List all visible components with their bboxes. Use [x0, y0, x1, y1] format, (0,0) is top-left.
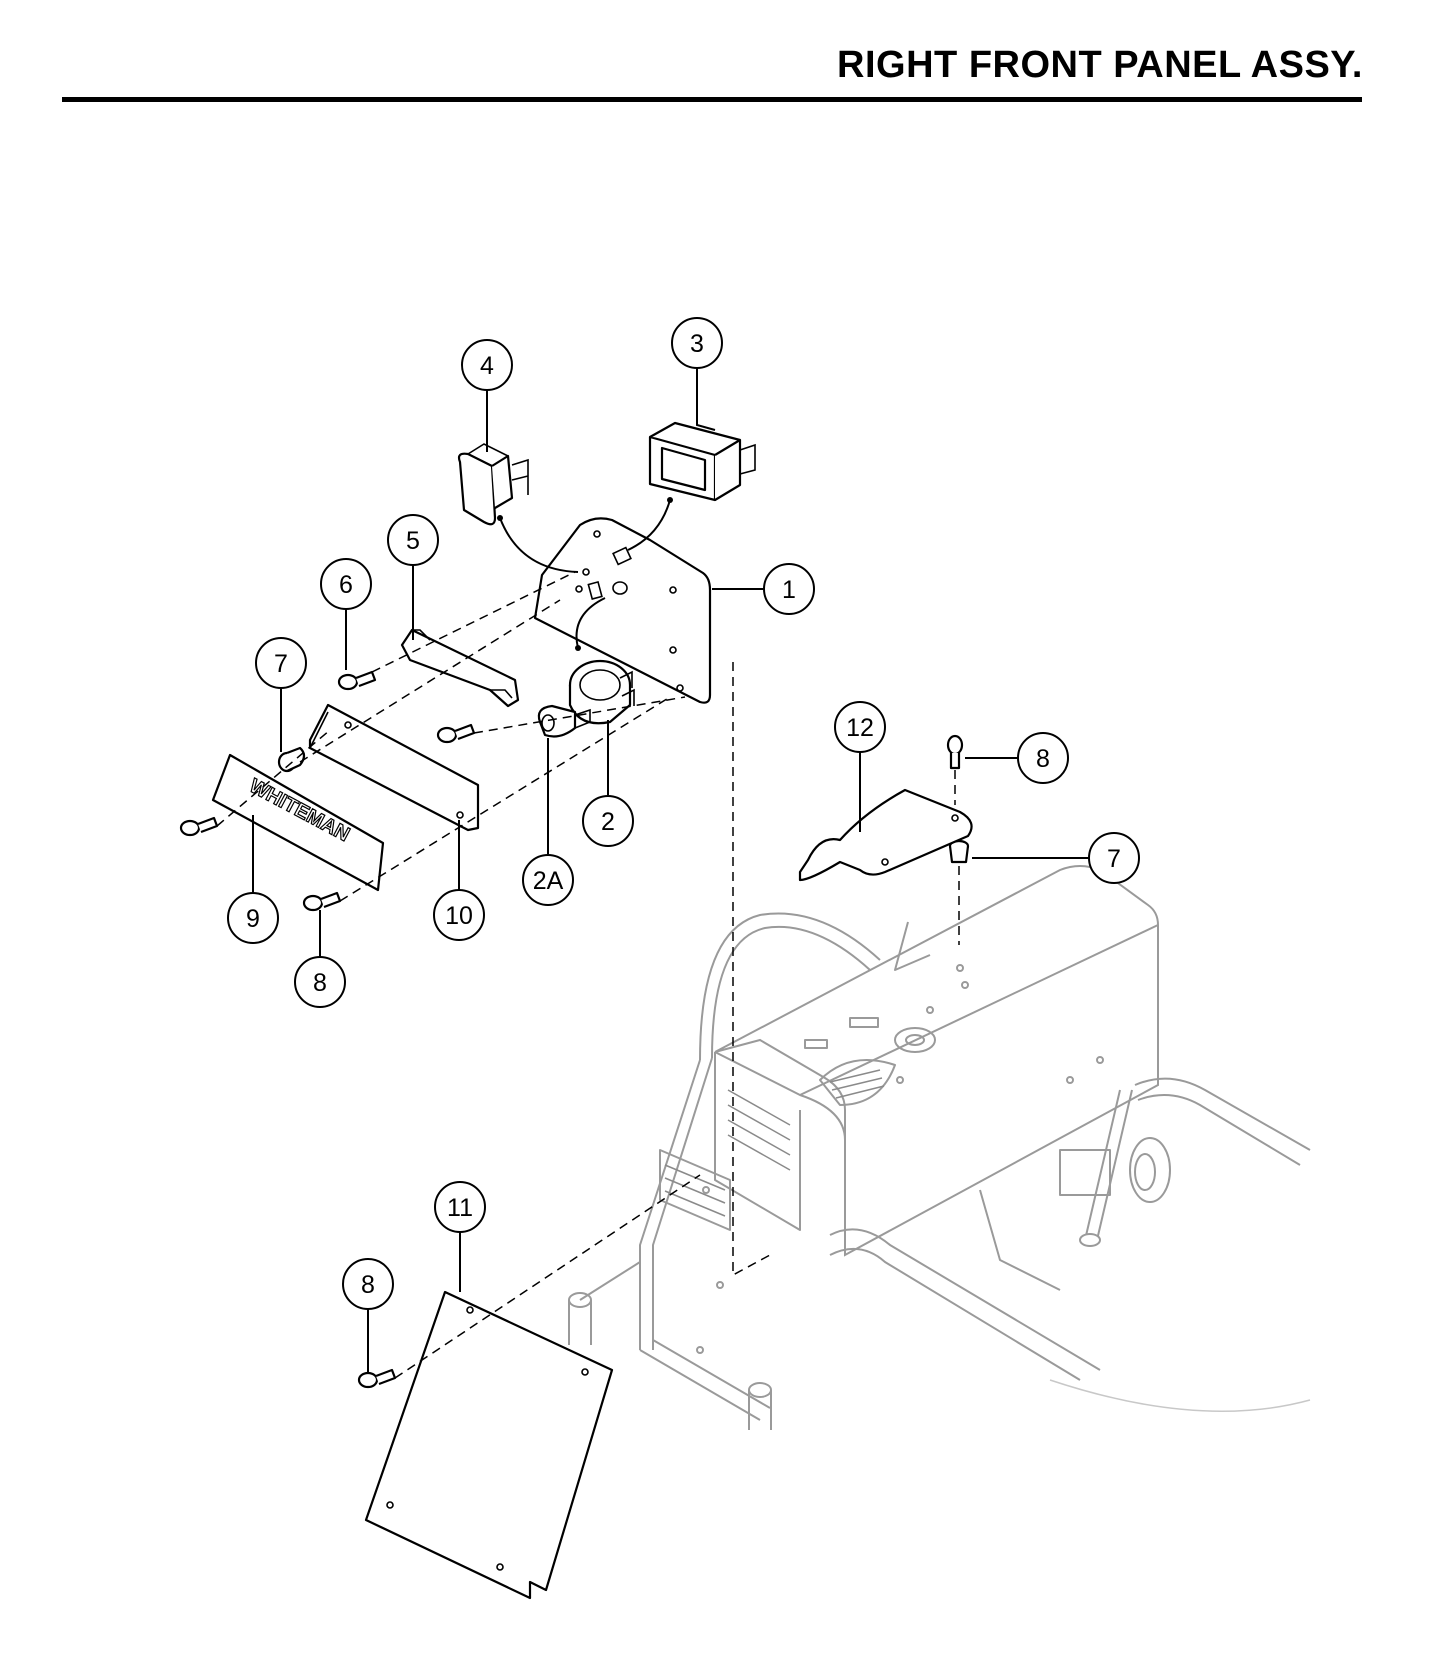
svg-text:2A: 2A — [533, 867, 564, 895]
part-10-backing-plate — [308, 703, 480, 832]
part-2-ignition-switch — [568, 659, 635, 725]
part-8-screw-cover — [946, 734, 964, 770]
callout-3: 3 — [671, 317, 723, 369]
title-rule — [62, 97, 1362, 102]
part-8-screw-left — [179, 816, 219, 837]
callout-2a: 2A — [522, 854, 574, 906]
svg-text:6: 6 — [339, 571, 353, 599]
part-4-rocker-switch — [457, 443, 529, 526]
callout-5: 5 — [387, 514, 439, 566]
leader-lines — [252, 367, 1090, 1374]
callout-4: 4 — [461, 339, 513, 391]
svg-text:1: 1 — [782, 576, 796, 604]
svg-text:7: 7 — [1107, 845, 1121, 873]
callout-9: 9 — [227, 892, 279, 944]
svg-text:8: 8 — [313, 969, 327, 997]
svg-text:4: 4 — [480, 352, 494, 380]
part-6-screw-lower — [436, 723, 476, 744]
svg-text:10: 10 — [445, 902, 473, 930]
part-12-cover-plate — [798, 788, 973, 882]
svg-text:2: 2 — [601, 808, 615, 836]
part-2a-ignition-key — [537, 704, 591, 738]
part-3-hour-meter — [648, 421, 756, 502]
callout-12: 12 — [834, 701, 886, 753]
part-7-spacer-right — [948, 839, 970, 864]
part-8-screw-bottom — [302, 891, 342, 912]
callout-10: 10 — [433, 889, 485, 941]
part-6-screw — [337, 670, 377, 691]
part-8-screw-kickplate — [357, 1368, 397, 1389]
callout-11: 11 — [434, 1181, 486, 1233]
part-7-spacer-left — [277, 746, 306, 773]
part-9-logo-plate: WHITEMAN — [211, 753, 385, 892]
svg-text:11: 11 — [447, 1194, 473, 1222]
callout-7-right: 7 — [1088, 832, 1140, 884]
callout-1: 1 — [763, 563, 815, 615]
svg-text:8: 8 — [361, 1271, 375, 1299]
svg-text:8: 8 — [1036, 745, 1050, 773]
assembly-arrows — [497, 497, 673, 651]
part-5-handle — [400, 628, 520, 708]
svg-text:7: 7 — [274, 650, 288, 678]
svg-text:9: 9 — [246, 905, 260, 933]
callout-8-bottom: 8 — [294, 956, 346, 1008]
callout-2: 2 — [582, 795, 634, 847]
callout-6: 6 — [320, 558, 372, 610]
machine-frame — [568, 865, 1311, 1430]
svg-text:5: 5 — [406, 527, 420, 555]
callout-7-left: 7 — [255, 637, 307, 689]
callout-8-kickplate: 8 — [342, 1258, 394, 1310]
assembly-lines — [216, 571, 960, 1379]
part-1-control-panel — [533, 517, 712, 704]
callout-8-cover: 8 — [1017, 732, 1069, 784]
svg-text:3: 3 — [690, 330, 704, 358]
part-11-kick-plate — [364, 1290, 614, 1600]
page-title: RIGHT FRONT PANEL ASSY. — [837, 44, 1363, 86]
svg-text:12: 12 — [846, 714, 874, 742]
